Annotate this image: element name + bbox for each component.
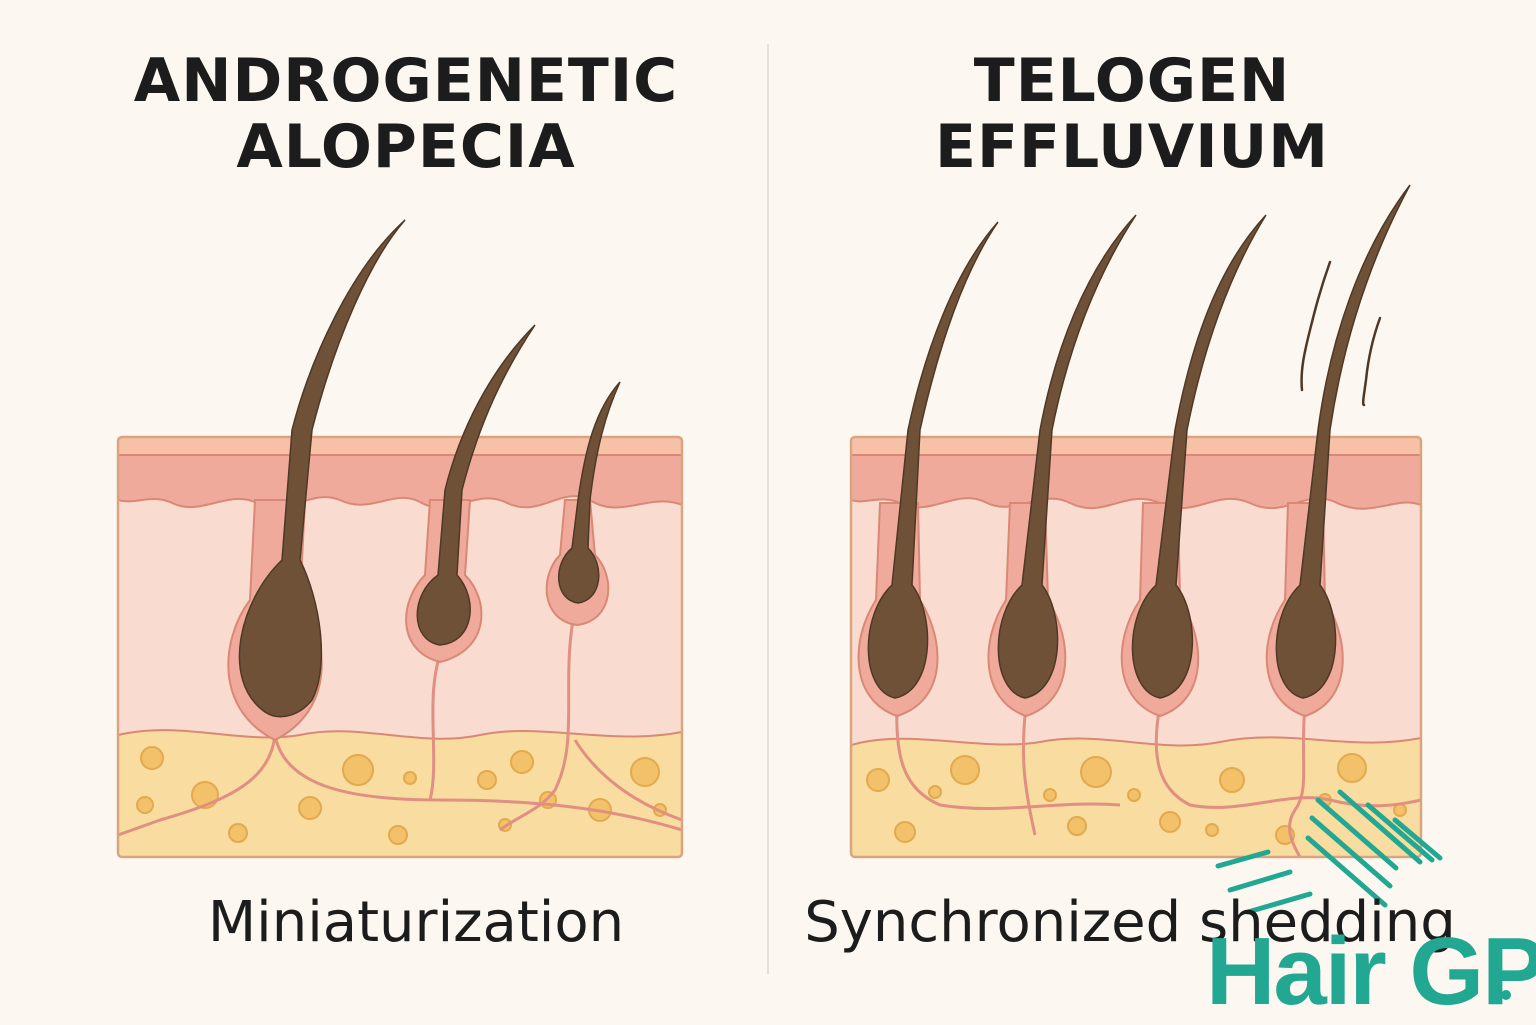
left-hair-intermediate xyxy=(416,324,536,646)
right-blood-vessels xyxy=(895,704,1421,857)
right-hair-2 xyxy=(997,214,1137,699)
left-fat-cells xyxy=(136,746,667,845)
right-panel-caption: Synchronized shedding xyxy=(804,890,1456,955)
left-fat-layer xyxy=(118,729,682,857)
right-title-line2: EFFLUVIUM xyxy=(935,112,1329,182)
right-hair-3 xyxy=(1131,214,1267,699)
right-fat-cells xyxy=(866,753,1407,845)
left-hair-vellus xyxy=(558,381,621,604)
logo-dot xyxy=(1501,990,1511,1000)
left-panel-title: ANDROGENETIC ALOPECIA xyxy=(56,48,756,180)
right-title-line1: TELOGEN xyxy=(973,46,1291,116)
right-hair-1 xyxy=(867,221,999,699)
hair-gp-logo-mark-icon xyxy=(1215,789,1443,915)
shedding-motion-lines xyxy=(1300,260,1382,407)
right-hairs xyxy=(867,184,1411,699)
right-hair-4 xyxy=(1275,184,1411,699)
panel-divider xyxy=(767,44,769,974)
left-panel-caption: Miniaturization xyxy=(207,890,625,955)
right-panel-title: TELOGEN EFFLUVIUM xyxy=(782,48,1482,180)
left-title-line1: ANDROGENETIC xyxy=(133,46,679,116)
hair-gp-logo: Hair GP xyxy=(1206,918,1536,1025)
left-hairs xyxy=(238,219,621,718)
left-hair-terminal xyxy=(238,219,406,718)
left-title-line2: ALOPECIA xyxy=(236,112,576,182)
left-skin-section xyxy=(116,435,684,859)
left-blood-vessels xyxy=(118,609,682,837)
